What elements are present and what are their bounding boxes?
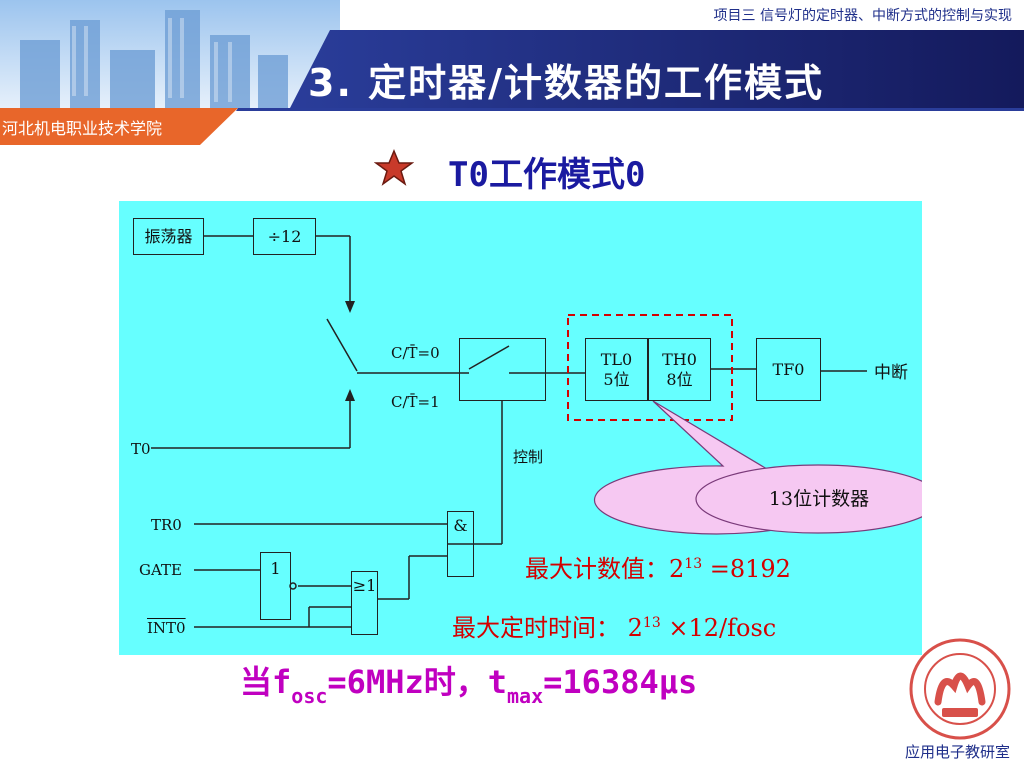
gate-label: GATE: [139, 561, 182, 579]
interrupt-label: 中断: [874, 363, 908, 383]
tl0-name: TL0: [600, 350, 633, 370]
tl0-register: TL0 5位: [585, 338, 648, 401]
ct0-label: C/T̄=0: [391, 344, 440, 362]
diagram-panel: [119, 201, 922, 655]
section-subtitle: T0工作模式0: [448, 155, 646, 195]
max-time-base: 2: [627, 614, 643, 642]
max-time-label: 最大定时时间：: [452, 614, 620, 642]
max-count-label: 最大计数值：: [525, 555, 669, 583]
tr0-label: TR0: [151, 516, 182, 534]
tf0-flag: TF0: [756, 338, 821, 401]
th0-register: TH0 8位: [648, 338, 711, 401]
header-banner: [0, 0, 1024, 145]
counter-callout: 13位计数器: [768, 488, 870, 510]
max-count-value: =8192: [702, 555, 791, 583]
and-gate: &: [447, 511, 474, 577]
tl0-bits: 5位: [603, 369, 630, 389]
divider-block: ÷12: [253, 218, 316, 255]
star-icon: [374, 149, 414, 186]
t0-pin-label: T0: [131, 440, 151, 458]
ct1-label: C/T̄=1: [391, 393, 440, 411]
int0-label: INT0: [147, 619, 186, 637]
slide-title: 3. 定时器/计数器的工作模式: [308, 61, 824, 105]
school-name: 河北机电职业技术学院: [2, 119, 163, 138]
school-seal-logo: [909, 638, 1011, 740]
th0-bits: 8位: [666, 369, 693, 389]
condition-formula: 当fosc=6MHz时，tmax=16384μs: [240, 657, 698, 708]
timer-mode0-diagram: 振荡器 ÷12 C/T̄=0 C/T̄=1 T0 控制 TL0 5位 TH0 8…: [119, 201, 922, 655]
max-count-exp: 13: [684, 556, 703, 572]
department-footer: 应用电子教研室: [904, 743, 1010, 761]
not-gate: 1: [260, 552, 291, 620]
cond-value: =16384μs: [543, 663, 698, 701]
or-gate: ≥1: [351, 571, 378, 635]
max-time-value: ×12/fosc: [660, 614, 777, 642]
cond-prefix: 当f: [240, 663, 292, 701]
max-time-formula: 最大定时时间： 213 ×12/fosc: [452, 608, 776, 643]
cond-mid: =6MHz时，t: [327, 663, 508, 701]
course-title: 项目三 信号灯的定时器、中断方式的控制与实现: [713, 8, 1012, 24]
cond-sub-max: max: [507, 684, 544, 708]
oscillator-block: 振荡器: [133, 218, 204, 255]
cond-sub-osc: osc: [291, 684, 328, 708]
diagram-wires: [151, 235, 922, 628]
max-time-exp: 13: [642, 615, 661, 631]
max-count-formula: 最大计数值：213 =8192: [525, 549, 791, 584]
control-label: 控制: [513, 448, 544, 466]
max-count-base: 2: [669, 555, 685, 583]
th0-name: TH0: [662, 350, 697, 370]
control-switch-block: [459, 338, 546, 401]
